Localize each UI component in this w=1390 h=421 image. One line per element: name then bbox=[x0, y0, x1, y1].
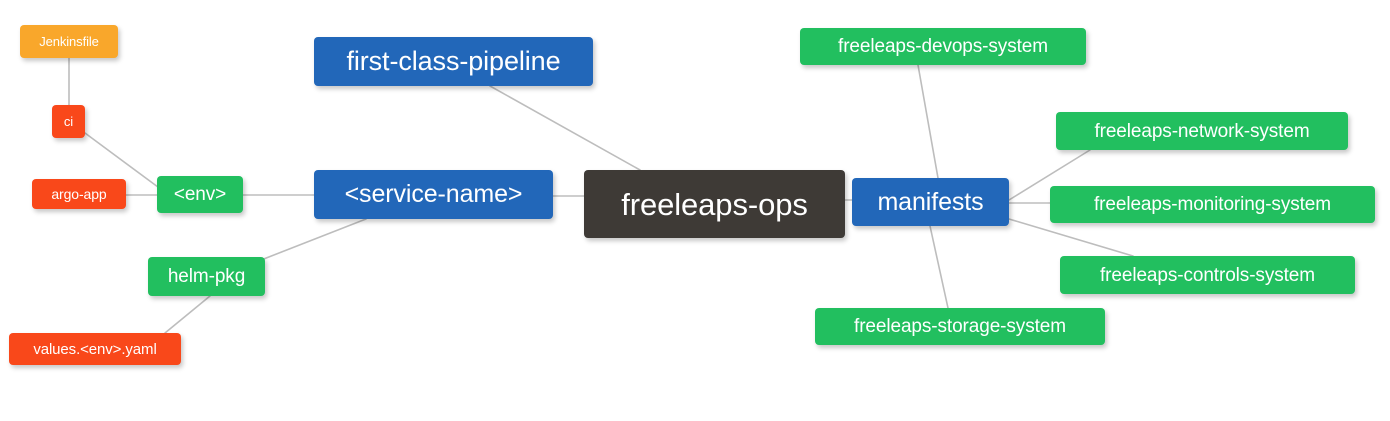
mindmap-node-helm-pkg[interactable]: helm-pkg bbox=[148, 257, 265, 296]
mindmap-node-freeleaps-controls-system[interactable]: freeleaps-controls-system bbox=[1060, 256, 1355, 294]
edge-values-env-yaml-to-helm-pkg bbox=[164, 295, 211, 334]
mindmap-node-freeleaps-network-system[interactable]: freeleaps-network-system bbox=[1056, 112, 1348, 150]
mindmap-node-service-name[interactable]: <service-name> bbox=[314, 170, 553, 219]
edge-manifests-to-freeleaps-controls-system bbox=[1008, 218, 1134, 257]
edge-first-class-pipeline-to-freeleaps-ops bbox=[489, 85, 641, 171]
mindmap-node-values-env-yaml[interactable]: values.<env>.yaml bbox=[9, 333, 181, 365]
mindmap-node-freeleaps-ops[interactable]: freeleaps-ops bbox=[584, 170, 845, 238]
mindmap-node-freeleaps-monitoring-system[interactable]: freeleaps-monitoring-system bbox=[1050, 186, 1375, 223]
mindmap-node-first-class-pipeline[interactable]: first-class-pipeline bbox=[314, 37, 593, 86]
mindmap-node-ci[interactable]: ci bbox=[52, 105, 85, 138]
mindmap-node-manifests[interactable]: manifests bbox=[852, 178, 1009, 226]
mindmap-node-jenkinsfile[interactable]: Jenkinsfile bbox=[20, 25, 118, 58]
mindmap-node-argo-app[interactable]: argo-app bbox=[32, 179, 126, 209]
edge-manifests-to-freeleaps-storage-system bbox=[929, 225, 949, 309]
edge-freeleaps-devops-system-to-manifests bbox=[917, 64, 939, 179]
mindmap-node-env[interactable]: <env> bbox=[157, 176, 243, 213]
mindmap-node-freeleaps-storage-system[interactable]: freeleaps-storage-system bbox=[815, 308, 1105, 345]
edge-helm-pkg-to-service-name bbox=[255, 218, 367, 263]
mindmap-node-freeleaps-devops-system[interactable]: freeleaps-devops-system bbox=[800, 28, 1086, 65]
